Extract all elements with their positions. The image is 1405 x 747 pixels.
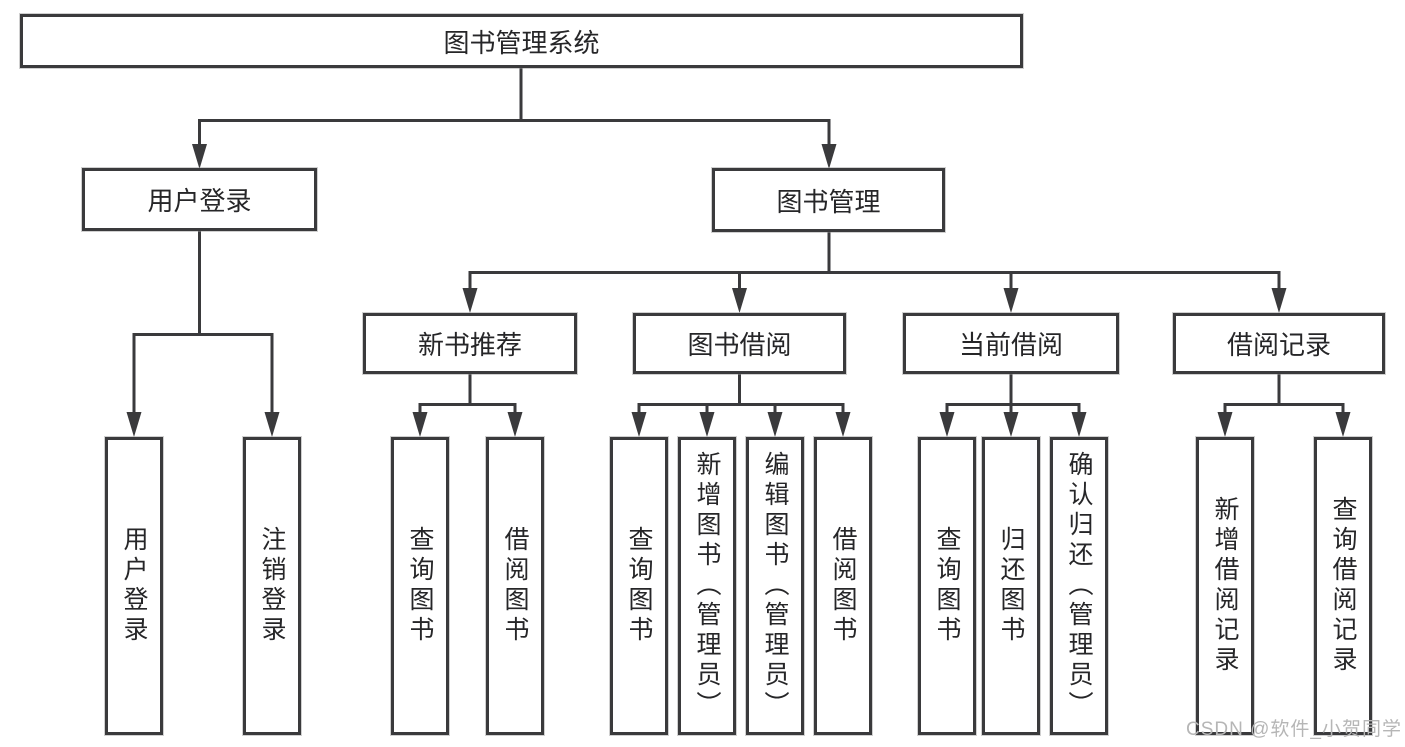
node-user-login: 用户登录 bbox=[82, 168, 317, 231]
arrowheads-user-login-children bbox=[126, 412, 280, 437]
connector-current-borrow-children bbox=[945, 374, 1081, 414]
leaf-bookborrow-borrow: 借阅图书 bbox=[814, 437, 872, 735]
leaf-bookborrow-edit: 编辑图书（管理员） bbox=[746, 437, 804, 735]
leaf-bookborrow-add: 新增图书（管理员） bbox=[678, 437, 736, 735]
arrowheads-borrow-records-children bbox=[1217, 412, 1351, 437]
node-book-borrow: 图书借阅 bbox=[633, 313, 846, 374]
connector-user-login-children bbox=[132, 231, 274, 413]
node-book-mgmt: 图书管理 bbox=[712, 168, 945, 232]
leaf-bookborrow-query: 查询图书 bbox=[610, 437, 668, 735]
arrowheads-level2 bbox=[192, 144, 837, 169]
leaf-records-query: 查询借阅记录 bbox=[1314, 437, 1372, 735]
leaf-user-login: 用户登录 bbox=[105, 437, 163, 735]
leaf-logout: 注销登录 bbox=[243, 437, 301, 735]
leaf-newbooks-borrow: 借阅图书 bbox=[486, 437, 544, 735]
node-current-borrow: 当前借阅 bbox=[903, 313, 1119, 374]
connector-root-to-level2 bbox=[198, 68, 831, 144]
connector-book-mgmt-children bbox=[468, 232, 1281, 289]
leaf-currentborrow-return: 归还图书 bbox=[982, 437, 1040, 735]
leaf-newbooks-query: 查询图书 bbox=[391, 437, 449, 735]
leaf-records-add: 新增借阅记录 bbox=[1196, 437, 1254, 735]
node-borrow-records: 借阅记录 bbox=[1173, 313, 1385, 374]
arrowheads-current-borrow-children bbox=[939, 412, 1087, 437]
node-root: 图书管理系统 bbox=[20, 14, 1023, 68]
arrowheads-new-books-children bbox=[412, 412, 523, 437]
arrowheads-book-borrow-children bbox=[631, 412, 851, 437]
connector-borrow-records-children bbox=[1223, 374, 1345, 414]
connector-book-borrow-children bbox=[637, 374, 845, 414]
leaf-currentborrow-confirm: 确认归还（管理员） bbox=[1050, 437, 1108, 735]
leaf-currentborrow-query: 查询图书 bbox=[918, 437, 976, 735]
connector-new-books-children bbox=[418, 374, 517, 414]
arrowheads-level3 bbox=[462, 288, 1287, 313]
csdn-watermark: CSDN @软件_小贺同学 bbox=[1186, 719, 1402, 740]
node-new-books: 新书推荐 bbox=[363, 313, 577, 374]
